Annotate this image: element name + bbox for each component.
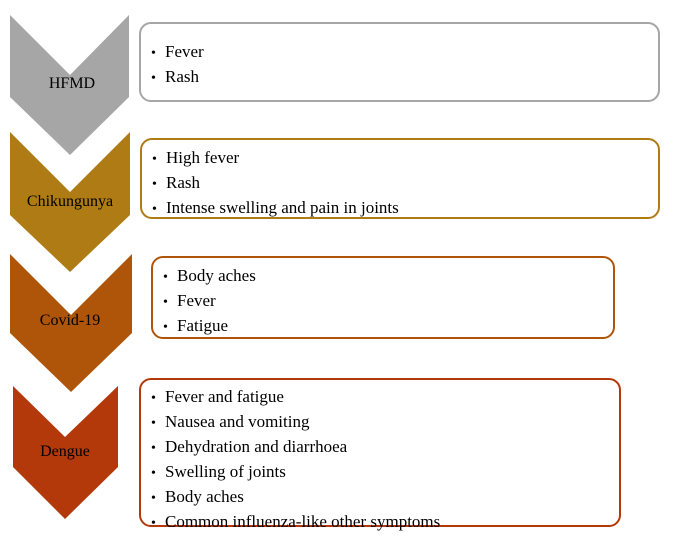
chevron-dengue bbox=[13, 386, 118, 519]
symptom-item: Rash bbox=[152, 171, 658, 196]
symptom-item: Fever bbox=[163, 289, 613, 314]
disease-label-hfmd: HFMD bbox=[48, 75, 96, 92]
symptoms-box-chikungunya: High fever Rash Intense swelling and pai… bbox=[140, 138, 660, 219]
symptom-item: Nausea and vomiting bbox=[151, 410, 619, 435]
disease-label-covid-19: Covid-19 bbox=[39, 312, 101, 329]
symptom-item: High fever bbox=[152, 146, 658, 171]
symptoms-box-covid-19: Body aches Fever Fatigue bbox=[151, 256, 615, 339]
symptom-item: Intense swelling and pain in joints bbox=[152, 196, 658, 221]
disease-label-dengue: Dengue bbox=[40, 443, 90, 460]
symptom-list: Body aches Fever Fatigue bbox=[163, 264, 613, 339]
symptom-item: Fever and fatigue bbox=[151, 385, 619, 410]
chevron-covid-19 bbox=[10, 254, 132, 392]
chevron-hfmd bbox=[10, 15, 129, 155]
chevron-chikungunya bbox=[10, 132, 130, 272]
symptom-item: Common influenza-like other symptoms bbox=[151, 510, 619, 535]
symptom-item: Dehydration and diarrhoea bbox=[151, 435, 619, 460]
disease-label-chikungunya: Chikungunya bbox=[26, 193, 114, 210]
symptom-item: Body aches bbox=[163, 264, 613, 289]
symptom-item: Body aches bbox=[151, 485, 619, 510]
symptoms-box-hfmd: Fever Rash bbox=[139, 22, 660, 102]
symptom-list: Fever and fatigue Nausea and vomiting De… bbox=[151, 385, 619, 535]
symptom-list: Fever Rash bbox=[151, 40, 658, 90]
symptom-item: Rash bbox=[151, 65, 658, 90]
symptom-item: Fatigue bbox=[163, 314, 613, 339]
symptom-item: Swelling of joints bbox=[151, 460, 619, 485]
symptoms-box-dengue: Fever and fatigue Nausea and vomiting De… bbox=[139, 378, 621, 531]
symptom-list: High fever Rash Intense swelling and pai… bbox=[152, 146, 658, 221]
symptom-item: Fever bbox=[151, 40, 658, 65]
